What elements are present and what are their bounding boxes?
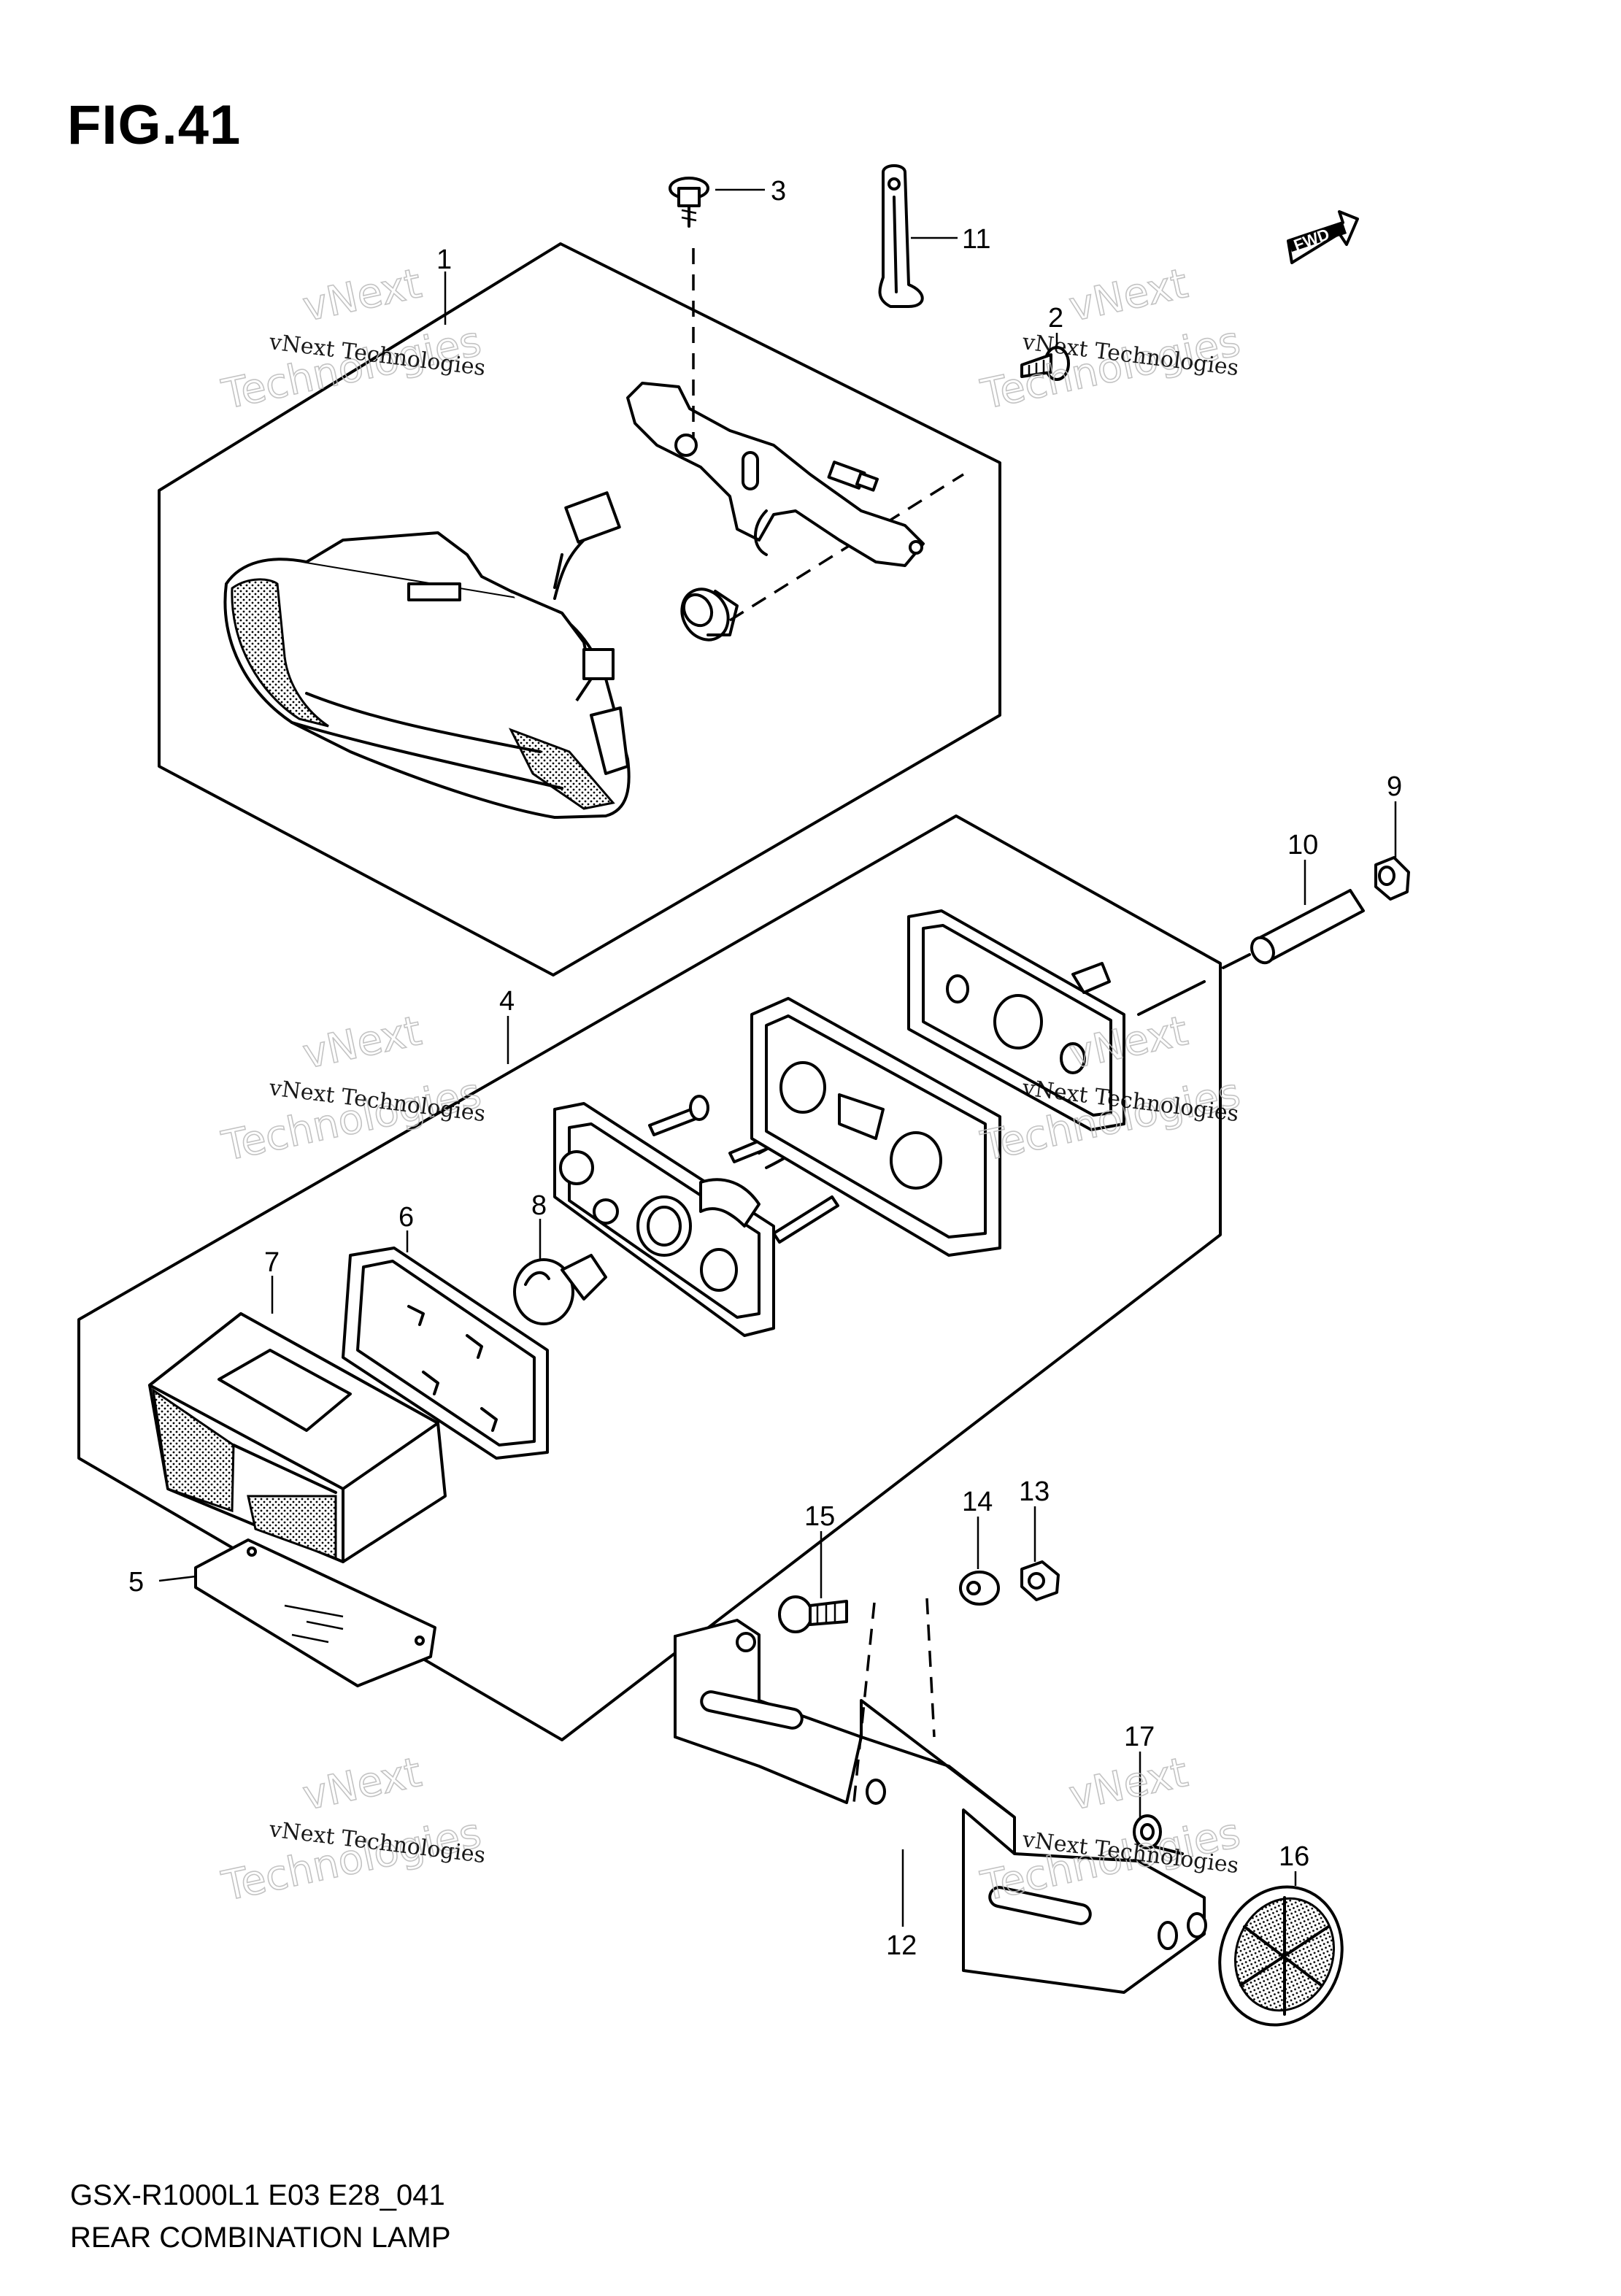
callout-17: 17: [1124, 1722, 1155, 1752]
watermark-bottom-right-vnext: vNext: [1065, 1749, 1192, 1820]
watermark-bottom-left: vNext Technologies vNext Technologies: [217, 1748, 487, 1911]
tail-lamp-housing: [223, 491, 631, 819]
callout-14: 14: [962, 1487, 993, 1517]
callout-labels: 1 2 3 4 5 6 7 8 9 10 11 12 13 14 15 16 1…: [128, 176, 1402, 1961]
lamp-bracket: [626, 248, 925, 567]
screw-3: [669, 177, 709, 228]
callout-9: 9: [1387, 771, 1402, 802]
lens-plate-5: [194, 1538, 436, 1687]
gasket-6: [342, 1247, 549, 1460]
callout-13: 13: [1019, 1476, 1050, 1507]
license-bracket-12: [674, 1598, 1207, 1994]
socket-housing: [553, 1095, 839, 1337]
callout-12: 12: [886, 1930, 917, 1961]
watermark-bottom-left-vnext: vNext: [299, 1749, 426, 1820]
diagram-name: REAR COMBINATION LAMP: [70, 2222, 451, 2254]
washer-14: [959, 1571, 1000, 1606]
watermark-top-left: vNext Technologies vNext Technologies: [217, 259, 487, 419]
reflector-16: [1218, 1885, 1344, 2027]
watermark-mid-left-vnext: vNext: [299, 1007, 426, 1079]
assembly-box-4: [77, 814, 1222, 1741]
screw-2: [1020, 346, 1070, 381]
callout-6: 6: [398, 1202, 414, 1233]
watermark-mid-left: vNext Technologies vNext Technologies: [217, 1006, 487, 1171]
callout-15: 15: [804, 1501, 835, 1532]
bolt-15: [778, 1595, 848, 1633]
rear-gasket: [907, 909, 1206, 1131]
forward-direction-badge: FWD: [1287, 210, 1359, 264]
callout-16: 16: [1279, 1841, 1309, 1872]
callout-7: 7: [264, 1247, 280, 1278]
watermark-top-right-vnext: vNext: [1065, 260, 1192, 331]
clamp-11: [878, 164, 924, 308]
callout-8: 8: [531, 1190, 547, 1221]
rear-housing-frame: [750, 997, 1001, 1257]
watermark-top-left-vnext: vNext: [299, 260, 426, 331]
callout-10: 10: [1287, 830, 1318, 860]
collar-10: [1222, 889, 1365, 969]
lens-7: [148, 1312, 447, 1563]
callout-2: 2: [1048, 303, 1063, 334]
watermark-top-right: vNext Technologies vNext Technologies: [977, 259, 1245, 419]
model-code: GSX-R1000L1 E03 E28_041: [70, 2179, 445, 2211]
callout-1: 1: [436, 244, 452, 275]
callout-3: 3: [771, 176, 786, 207]
callout-11: 11: [962, 224, 990, 255]
nut-17: [1133, 1814, 1184, 1855]
leader-lines: [158, 188, 1397, 1927]
nut-9: [1374, 856, 1410, 901]
socket-small: [680, 473, 964, 642]
figure-title: FIG.41: [67, 94, 242, 156]
assembly-box-1: [158, 242, 1001, 976]
nut-13: [1020, 1560, 1060, 1601]
callout-4: 4: [499, 986, 515, 1017]
callout-5: 5: [128, 1567, 144, 1598]
bulb-8: [513, 1254, 607, 1325]
